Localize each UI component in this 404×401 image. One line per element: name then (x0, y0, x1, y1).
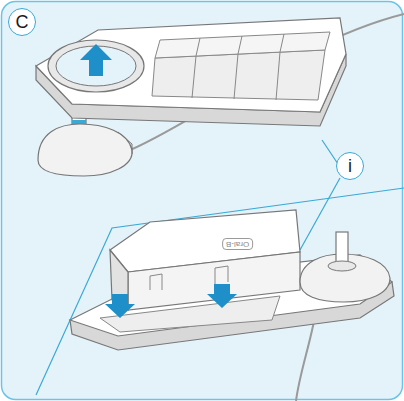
callout-circle: C (8, 8, 36, 36)
callout-letter: C (16, 13, 29, 31)
logo-text: Oral-B (222, 238, 253, 250)
callout-circle: i (336, 152, 364, 180)
callout-letter: i (348, 157, 352, 175)
